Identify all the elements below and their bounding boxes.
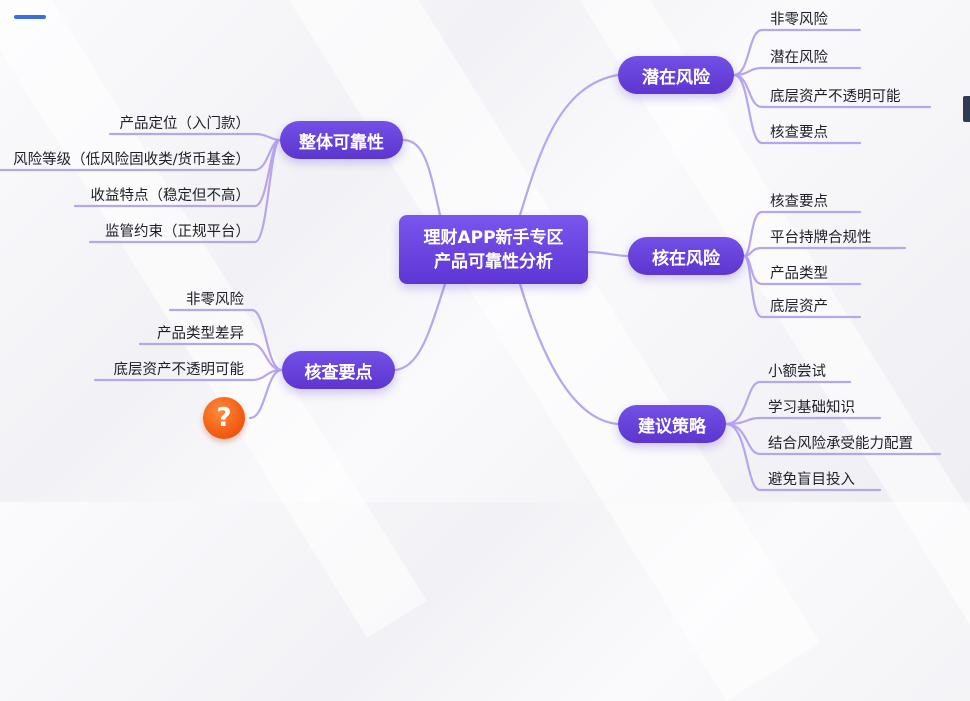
branch-check-points[interactable]: 核查要点: [282, 351, 395, 389]
mindmap-connectors: [0, 28, 942, 492]
connector-center-potential: [518, 73, 620, 217]
leaf-core-4[interactable]: 底层资产: [770, 299, 828, 315]
branch-label: 潜在风险: [642, 67, 710, 88]
window-edge-mark: [963, 96, 970, 122]
leaf-potential-3[interactable]: 底层资产不透明可能: [770, 89, 901, 105]
branch-label: 建议策略: [638, 416, 706, 437]
connector-center-overall: [401, 138, 442, 217]
connector-center-check: [393, 282, 447, 372]
leaf-advice-1[interactable]: 小额尝试: [768, 364, 826, 380]
leaf-check-2[interactable]: 产品类型差异: [157, 326, 244, 342]
leaf-overall-3[interactable]: 收益特点（稳定但不高）: [90, 188, 251, 204]
leaf-potential-4[interactable]: 核查要点: [770, 125, 828, 141]
branch-advice-strategy[interactable]: 建议策略: [618, 405, 726, 443]
leaf-core-2[interactable]: 平台持牌合规性: [770, 230, 872, 246]
leaf-advice-3[interactable]: 结合风险承受能力配置: [768, 436, 913, 452]
leaf-overall-1[interactable]: 产品定位（入门款）: [119, 116, 251, 132]
central-topic-line1: 理财APP新手专区: [423, 227, 564, 248]
leaf-check-1[interactable]: 非零风险: [186, 292, 244, 308]
connector-center-core: [586, 250, 630, 258]
leaf-overall-2[interactable]: 风险等级（低风险固收类/货币基金）: [13, 152, 250, 168]
leaf-advice-2[interactable]: 学习基础知识: [768, 400, 855, 416]
branch-overall-reliability[interactable]: 整体可靠性: [280, 121, 403, 159]
central-topic-line2: 产品可靠性分析: [434, 251, 553, 272]
window-corner-mark: [14, 15, 46, 19]
connector-center-advice: [518, 282, 620, 426]
leaf-advice-4[interactable]: 避免盲目投入: [768, 472, 855, 488]
leaf-potential-2[interactable]: 潜在风险: [770, 50, 828, 66]
leaf-core-3[interactable]: 产品类型: [770, 266, 828, 282]
central-topic-node[interactable]: 理财APP新手专区 产品可靠性分析: [399, 215, 588, 284]
leaf-check-3[interactable]: 底层资产不透明可能: [113, 362, 245, 378]
leaf-overall-4[interactable]: 监管约束（正规平台）: [105, 224, 250, 240]
question-mark-icon[interactable]: ?: [203, 397, 245, 439]
leaf-potential-1[interactable]: 非零风险: [770, 12, 828, 28]
question-mark-glyph: ?: [216, 403, 232, 433]
branch-label: 核在风险: [652, 248, 720, 269]
leaf-core-1[interactable]: 核查要点: [770, 194, 828, 210]
branch-core-risk[interactable]: 核在风险: [628, 237, 744, 275]
branch-label: 整体可靠性: [299, 132, 384, 153]
branch-potential-risk[interactable]: 潜在风险: [618, 56, 734, 94]
branch-label: 核查要点: [304, 362, 373, 383]
